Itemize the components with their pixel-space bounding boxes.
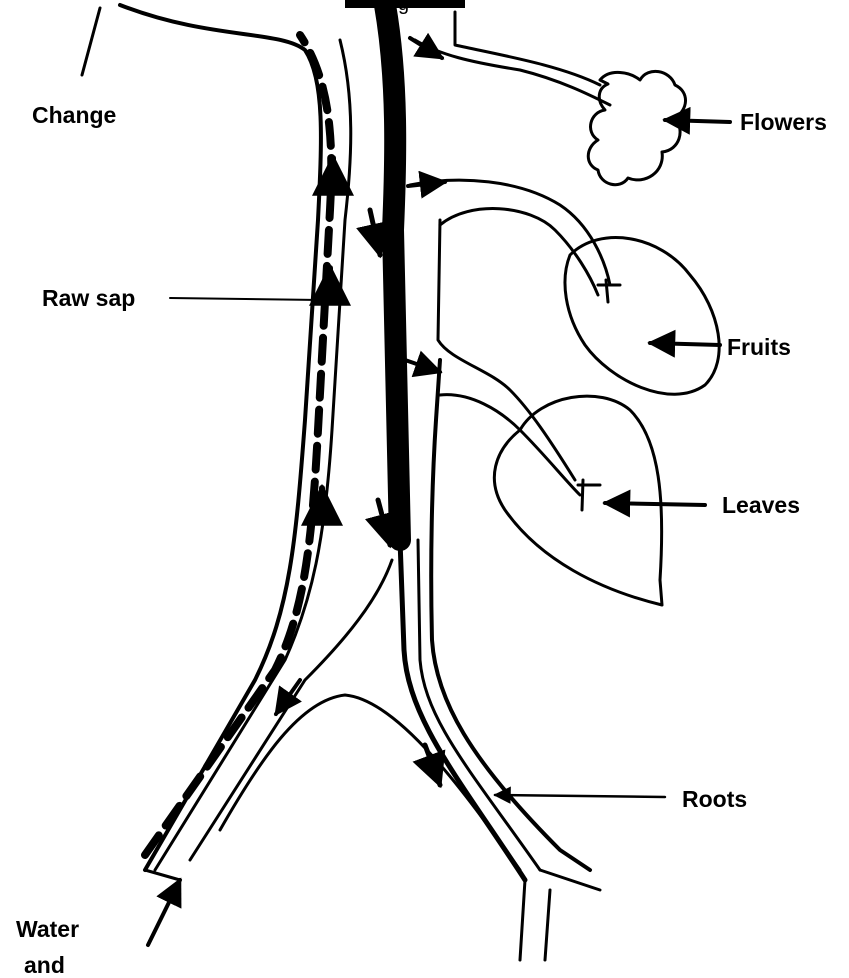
right-root-channel-right <box>418 540 540 870</box>
change-pointer-line <box>82 8 100 75</box>
elaborated-sap-arrow-1 <box>370 210 380 255</box>
flower-cluster <box>588 71 685 184</box>
leaf-twig <box>578 480 600 510</box>
elaborated-sap-arrow-2 <box>378 500 390 545</box>
raw-sap-label: Raw sap <box>42 287 135 310</box>
fruit-body <box>565 238 719 395</box>
elaborated-sap-band <box>385 5 400 540</box>
raw-sap-pointer <box>170 298 320 300</box>
root-tip-left <box>145 870 180 880</box>
roots-pointer <box>495 795 665 797</box>
trunk-right-edge <box>431 360 590 870</box>
flowers-label: Flowers <box>740 111 827 134</box>
flower-pointer <box>665 120 730 122</box>
leaf-pointer <box>605 503 705 505</box>
leaf-branch-inner <box>440 395 580 495</box>
fruit-branch-arrow <box>408 182 445 186</box>
leaves-label: Leaves <box>722 494 800 517</box>
leaf-branch-arrow <box>405 360 440 372</box>
root-tip-right <box>520 870 600 960</box>
change-label: Change <box>32 104 116 127</box>
left-root-inner <box>190 560 392 860</box>
flower-branch-arrow <box>410 38 442 58</box>
roots-label: Roots <box>682 788 747 811</box>
water-input-arrow <box>148 880 180 945</box>
top-partial-label: g <box>398 0 409 14</box>
water-label: Water <box>16 918 79 941</box>
fruit-pointer <box>650 343 720 345</box>
flower-branch-inner <box>455 12 600 85</box>
leaf-branch-loop <box>438 220 575 480</box>
root-crotch <box>220 695 520 870</box>
fruits-label: Fruits <box>727 336 791 359</box>
and-label: and <box>24 954 65 977</box>
trunk-left-edge <box>120 5 321 870</box>
flower-branch <box>415 40 610 105</box>
